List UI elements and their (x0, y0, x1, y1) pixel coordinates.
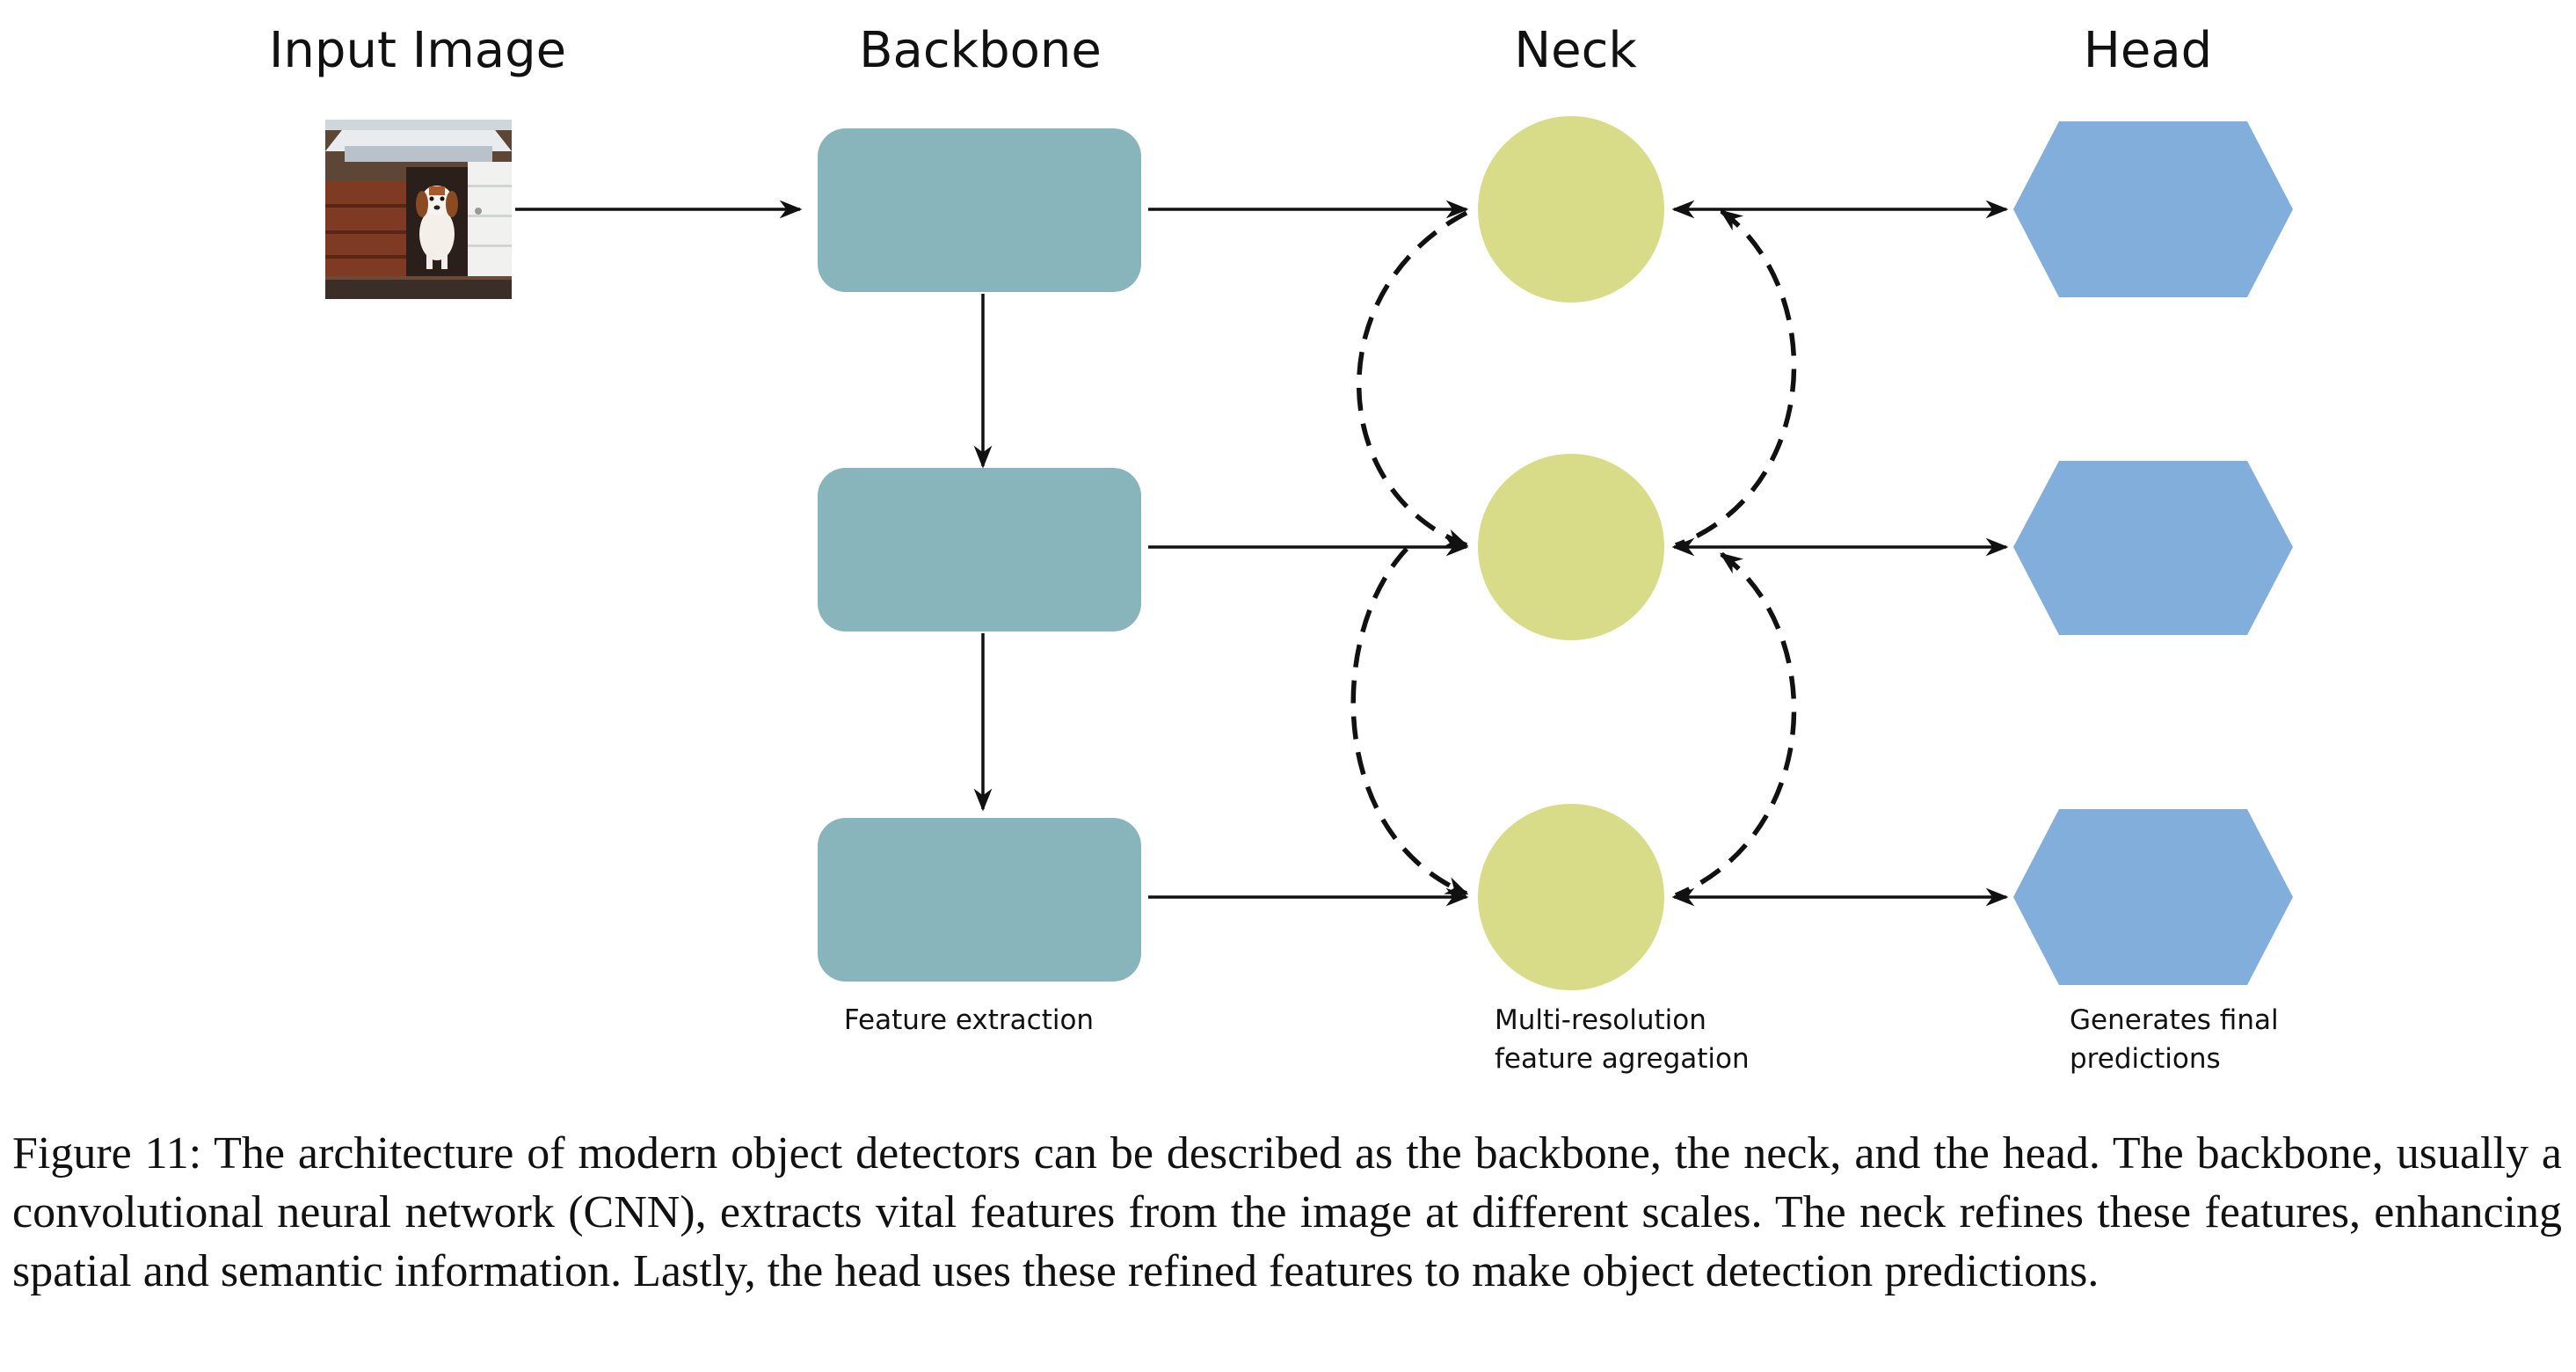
backbone-stage-1 (818, 128, 1141, 292)
dashed-arrow-neck-2-to-1-right (1675, 208, 1797, 548)
dashed-arrow-neck-2-to-3-left (1350, 547, 1469, 896)
figure-caption: Figure 11: The architecture of modern ob… (12, 1128, 2562, 1296)
head-node-1 (2013, 121, 2293, 297)
neck-description-line-2: feature agregation (1495, 1043, 1750, 1075)
head-description-line-1: Generates final (2070, 1004, 2279, 1036)
backbone-stage-3 (818, 818, 1141, 982)
neck-node-3 (1478, 804, 1664, 990)
head-title: Head (2084, 22, 2212, 79)
head-description-line-2: predictions (2070, 1043, 2221, 1075)
head-node-2 (2013, 461, 2293, 635)
architecture-diagram: Input Image Backbone Neck Head (269, 22, 2293, 1075)
backbone-description: Feature extraction (844, 1004, 1094, 1036)
input-image-title: Input Image (269, 22, 566, 79)
neck-description-line-1: Multi-resolution (1495, 1004, 1706, 1036)
head-node-3 (2013, 809, 2293, 985)
backbone-title: Backbone (859, 22, 1102, 79)
backbone-stage-2 (818, 468, 1141, 631)
dashed-arrow-neck-3-to-2-right (1674, 551, 1797, 898)
neck-title: Neck (1514, 22, 1637, 79)
neck-node-2 (1478, 454, 1664, 640)
input-image-dog-picture (325, 120, 512, 299)
dashed-arrow-neck-1-to-2-left (1357, 210, 1469, 548)
neck-node-1 (1478, 116, 1664, 303)
